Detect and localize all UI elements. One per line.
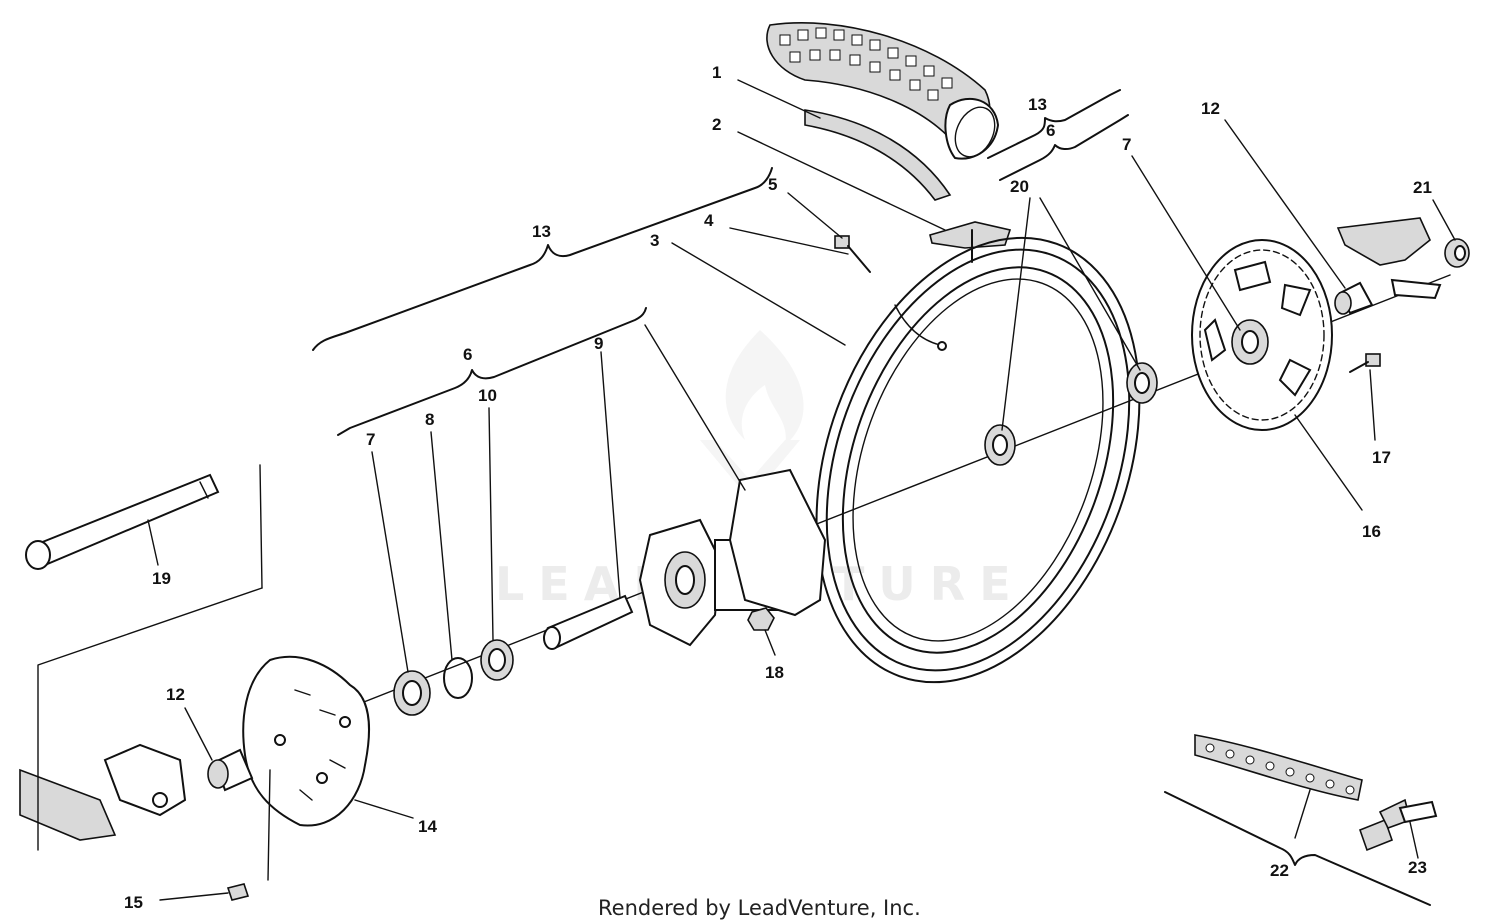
bracket-22 [1164, 791, 1431, 906]
chain-adjuster-left [19, 743, 187, 841]
spacer-12-left [207, 748, 254, 792]
callout-23: 23 [1408, 858, 1427, 877]
bracket-13-left [312, 167, 773, 351]
watermark-logo [700, 330, 804, 500]
callout-14: 14 [418, 817, 437, 836]
callout-13-left: 13 [532, 222, 551, 241]
callout-21: 21 [1413, 178, 1432, 197]
bearing-10 [480, 639, 514, 681]
callout-4: 4 [704, 211, 714, 230]
callout-5: 5 [768, 175, 777, 194]
callout-3: 3 [650, 231, 659, 250]
callout-12-left: 12 [166, 685, 185, 704]
rim [815, 236, 1141, 684]
bracket-6-right [999, 114, 1129, 181]
hub [638, 468, 827, 647]
callout-8: 8 [425, 410, 434, 429]
bracket-19 [37, 464, 263, 851]
callout-6-left: 6 [463, 345, 472, 364]
brake-disc [242, 655, 371, 827]
bracket-6-left [337, 307, 647, 436]
drive-chain [1194, 734, 1363, 801]
leader-lines [147, 79, 1456, 901]
callout-9: 9 [594, 334, 603, 353]
bearing-20-outer [1126, 362, 1158, 404]
callout-19: 19 [152, 569, 171, 588]
callout-12-right: 12 [1201, 99, 1220, 118]
callout-1: 1 [712, 63, 721, 82]
spacer-12-right [1334, 281, 1374, 315]
hub-nut [747, 607, 775, 631]
callout-18: 18 [765, 663, 784, 682]
chain-master-link [1358, 798, 1438, 852]
callout-7-left: 7 [366, 430, 375, 449]
render-credit: Rendered by LeadVenture, Inc. [598, 896, 921, 920]
tire [766, 22, 1000, 201]
callout-15: 15 [124, 893, 143, 912]
bracket-13-right [987, 89, 1121, 159]
callout-16: 16 [1362, 522, 1381, 541]
sprocket-bolt [1349, 353, 1381, 373]
callout-20: 20 [1010, 177, 1029, 196]
bearing-20-inner [984, 424, 1016, 466]
callout-2: 2 [712, 115, 721, 134]
callout-22: 22 [1270, 861, 1289, 880]
chain-adjuster-right [1336, 217, 1442, 300]
sprocket [1191, 239, 1333, 431]
seal-7-left [393, 670, 431, 716]
disc-bolt [226, 883, 250, 901]
callout-6-right: 6 [1046, 121, 1055, 140]
callout-7-right: 7 [1122, 135, 1131, 154]
callout-10: 10 [478, 386, 497, 405]
spacer-tube [543, 594, 634, 650]
spoke-nipple [834, 235, 947, 351]
callout-17: 17 [1372, 448, 1391, 467]
axle [25, 473, 220, 570]
circlip [443, 657, 473, 699]
callout-13-right: 13 [1028, 95, 1047, 114]
axle-nut [1444, 238, 1470, 268]
